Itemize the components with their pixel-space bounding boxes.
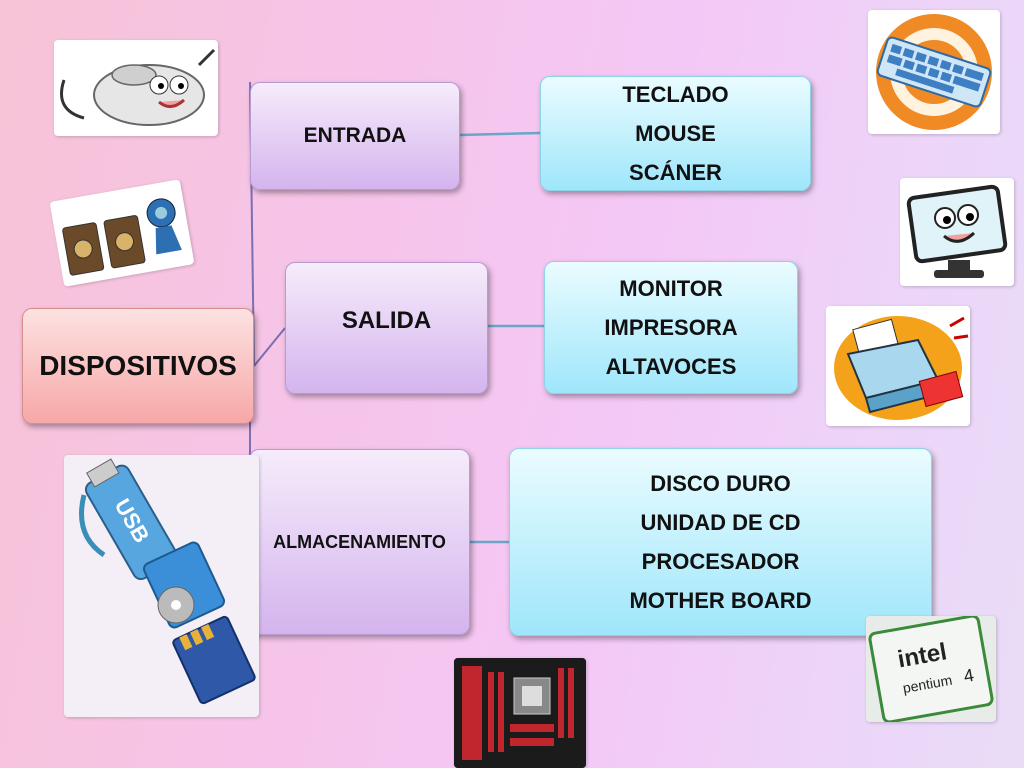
leaf-almacenamiento-list: DISCO DURO UNIDAD DE CD PROCESADOR MOTHE…	[509, 448, 932, 636]
list-item: IMPRESORA	[604, 315, 738, 340]
category-entrada: ENTRADA	[250, 82, 460, 190]
category-label: SALIDA	[341, 307, 432, 334]
processor-number-text: 4	[962, 665, 975, 686]
list-item: MONITOR	[619, 276, 723, 301]
keyboard-icon	[868, 10, 1000, 134]
list-item: TECLADO	[622, 82, 729, 107]
list-item: MOUSE	[635, 121, 716, 146]
category-salida: SALIDA	[285, 262, 488, 394]
category-label: ALMACENAMIENTO	[273, 531, 446, 552]
mouse-icon	[54, 40, 218, 136]
monitor-icon	[900, 178, 1014, 286]
list-item: DISCO DURO	[650, 471, 791, 496]
motherboard-icon	[454, 658, 586, 768]
list-item: UNIDAD DE CD	[640, 510, 801, 535]
usb-memory-icon: USB	[64, 455, 259, 717]
list-item: SCÁNER	[629, 160, 722, 185]
leaf-entrada-list: TECLADO MOUSE SCÁNER	[540, 76, 811, 191]
processor-chip-icon: intel pentium 4	[866, 616, 996, 722]
category-almacenamiento: ALMACENAMIENTO	[249, 449, 470, 635]
leaf-salida-list: MONITOR IMPRESORA ALTAVOCES	[544, 261, 798, 394]
webcam-icon	[49, 179, 195, 287]
connector-entrada-leaf	[459, 131, 541, 137]
category-label: ENTRADA	[303, 124, 407, 147]
root-node: DISPOSITIVOS	[22, 308, 254, 424]
printer-icon	[826, 306, 970, 426]
root-label: DISPOSITIVOS	[39, 350, 237, 381]
list-item: PROCESADOR	[641, 549, 800, 574]
list-item: ALTAVOCES	[605, 354, 737, 379]
list-item: MOTHER BOARD	[629, 588, 812, 613]
connector-root-salida	[253, 327, 286, 367]
